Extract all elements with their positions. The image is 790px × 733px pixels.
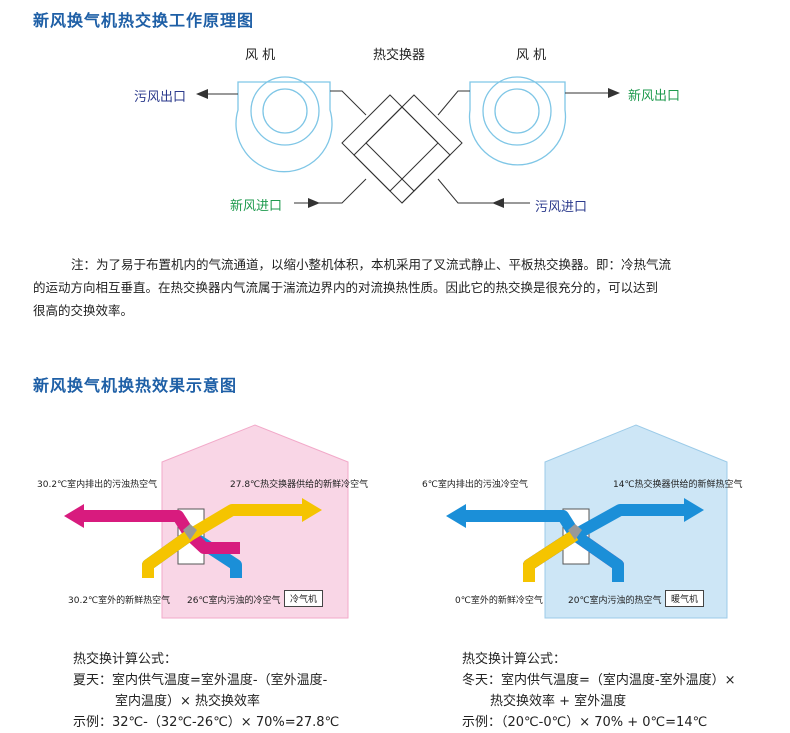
winter-formula-line-2: 热交换效率 + 室外温度 [490, 694, 627, 709]
effect-title: 新风换气机换热效果示意图 [33, 376, 238, 395]
winter-formula: 热交换计算公式： 冬天：室内供气温度=（室内温度-室外温度）× 热交换效率 + … [462, 649, 735, 733]
fresh-out-arrow [565, 88, 620, 98]
left-fan-icon [235, 76, 333, 173]
winter-label-indoor-return: 20℃室内污浊的热空气 [568, 596, 662, 606]
summer-formula-line-3: 示例：32℃-（32℃-26℃）× 70%=27.8℃ [73, 715, 340, 730]
exhaust-in-label: 污风进口 [535, 200, 588, 215]
winter-label-supply: 14℃热交换器供给的新鲜热空气 [613, 480, 743, 490]
note-line-1: 注：为了易于布置机内的气流通道，以缩小整机体积，本机采用了叉流式静止、平板热交换… [71, 257, 672, 272]
summer-label-supply: 27.8℃热交换器供给的新鲜冷空气 [230, 480, 369, 490]
left-fan-label: 风 机 [245, 48, 276, 63]
right-fan-label: 风 机 [516, 48, 547, 63]
winter-heater-tag: 暖气机 [665, 590, 705, 607]
fresh-in-label: 新风进口 [230, 199, 283, 214]
winter-house [544, 424, 728, 619]
exhaust-in-arrow [492, 198, 530, 208]
summer-formula-line-2: 室内温度）× 热交换效率 [115, 694, 261, 709]
winter-formula-title: 热交换计算公式： [462, 652, 567, 667]
summer-label-indoor-return: 26℃室内污浊的冷空气 [187, 596, 281, 606]
summer-house [161, 424, 349, 619]
summer-ac-tag: 冷气机 [284, 590, 324, 607]
note-line-3: 很高的交换效率。 [33, 303, 134, 318]
summer-label-indoor-exhaust: 30.2℃室内排出的污浊热空气 [37, 480, 158, 490]
summer-formula-line-1: 夏天：室内供气温度=室外温度-（室外温度- [73, 673, 328, 688]
winter-formula-line-3: 示例：（20℃-0℃）× 70% + 0℃=14℃ [462, 715, 708, 730]
note-line-2: 的运动方向相互垂直。在热交换器内气流属于湍流边界内的对流换热性质。因此它的热交换… [33, 280, 659, 295]
fresh-in-arrow [294, 198, 320, 208]
summer-formula: 热交换计算公式： 夏天：室内供气温度=室外温度-（室外温度- 室内温度）× 热交… [73, 649, 339, 733]
heat-exchanger-icon [341, 94, 463, 204]
fresh-out-label: 新风出口 [628, 89, 681, 104]
winter-label-indoor-exhaust: 6℃室内排出的污浊冷空气 [422, 480, 528, 490]
winter-formula-line-1: 冬天：室内供气温度=（室内温度-室外温度）× [462, 673, 736, 688]
principle-title: 新风换气机热交换工作原理图 [33, 11, 255, 30]
summer-label-outdoor-fresh: 30.2℃室外的新鲜热空气 [68, 596, 171, 606]
right-fan-icon [468, 76, 567, 166]
exhaust-out-label: 污风出口 [134, 90, 187, 105]
winter-label-outdoor-fresh: 0℃室外的新鲜冷空气 [455, 596, 543, 606]
principle-note: 注：为了易于布置机内的气流通道，以缩小整机体积，本机采用了叉流式静止、平板热交换… [33, 253, 773, 322]
exhaust-out-arrow [196, 89, 238, 99]
summer-formula-title: 热交换计算公式： [73, 652, 178, 667]
exchanger-label: 热交换器 [373, 48, 426, 63]
